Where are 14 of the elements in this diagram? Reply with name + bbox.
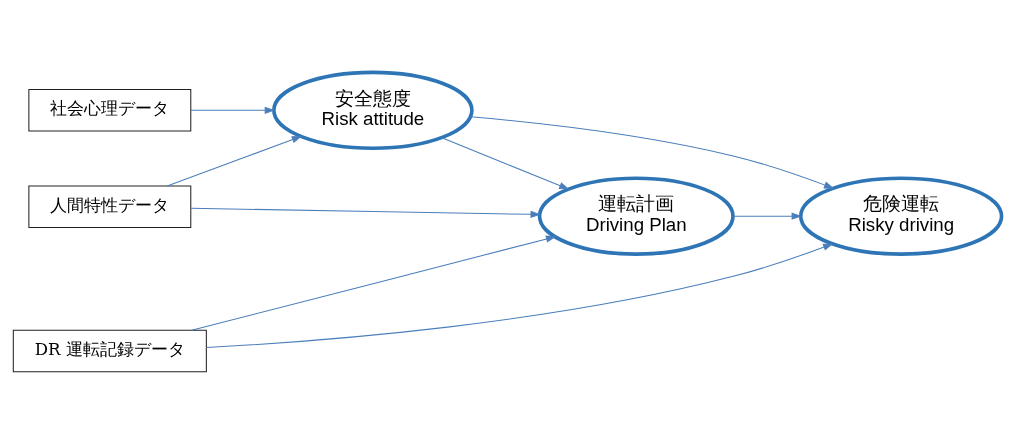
arrow xyxy=(166,136,303,187)
node-ellipse: 危険運転 Risky driving xyxy=(798,176,1004,256)
arrow xyxy=(190,106,276,114)
node-box: 社会心理データ xyxy=(28,89,192,132)
arrow xyxy=(191,235,557,331)
node-box: DR 運転記録データ xyxy=(12,329,207,373)
node-box: 人間特性データ xyxy=(28,185,192,229)
node-ellipse: 運転計画 Driving Plan xyxy=(537,176,735,256)
arrow xyxy=(732,212,802,220)
arrow xyxy=(190,207,541,218)
arrow xyxy=(470,116,835,189)
arrow xyxy=(441,137,570,190)
arrow xyxy=(205,243,834,348)
node-ellipse: 安全態度 Risk attitude xyxy=(272,70,474,151)
